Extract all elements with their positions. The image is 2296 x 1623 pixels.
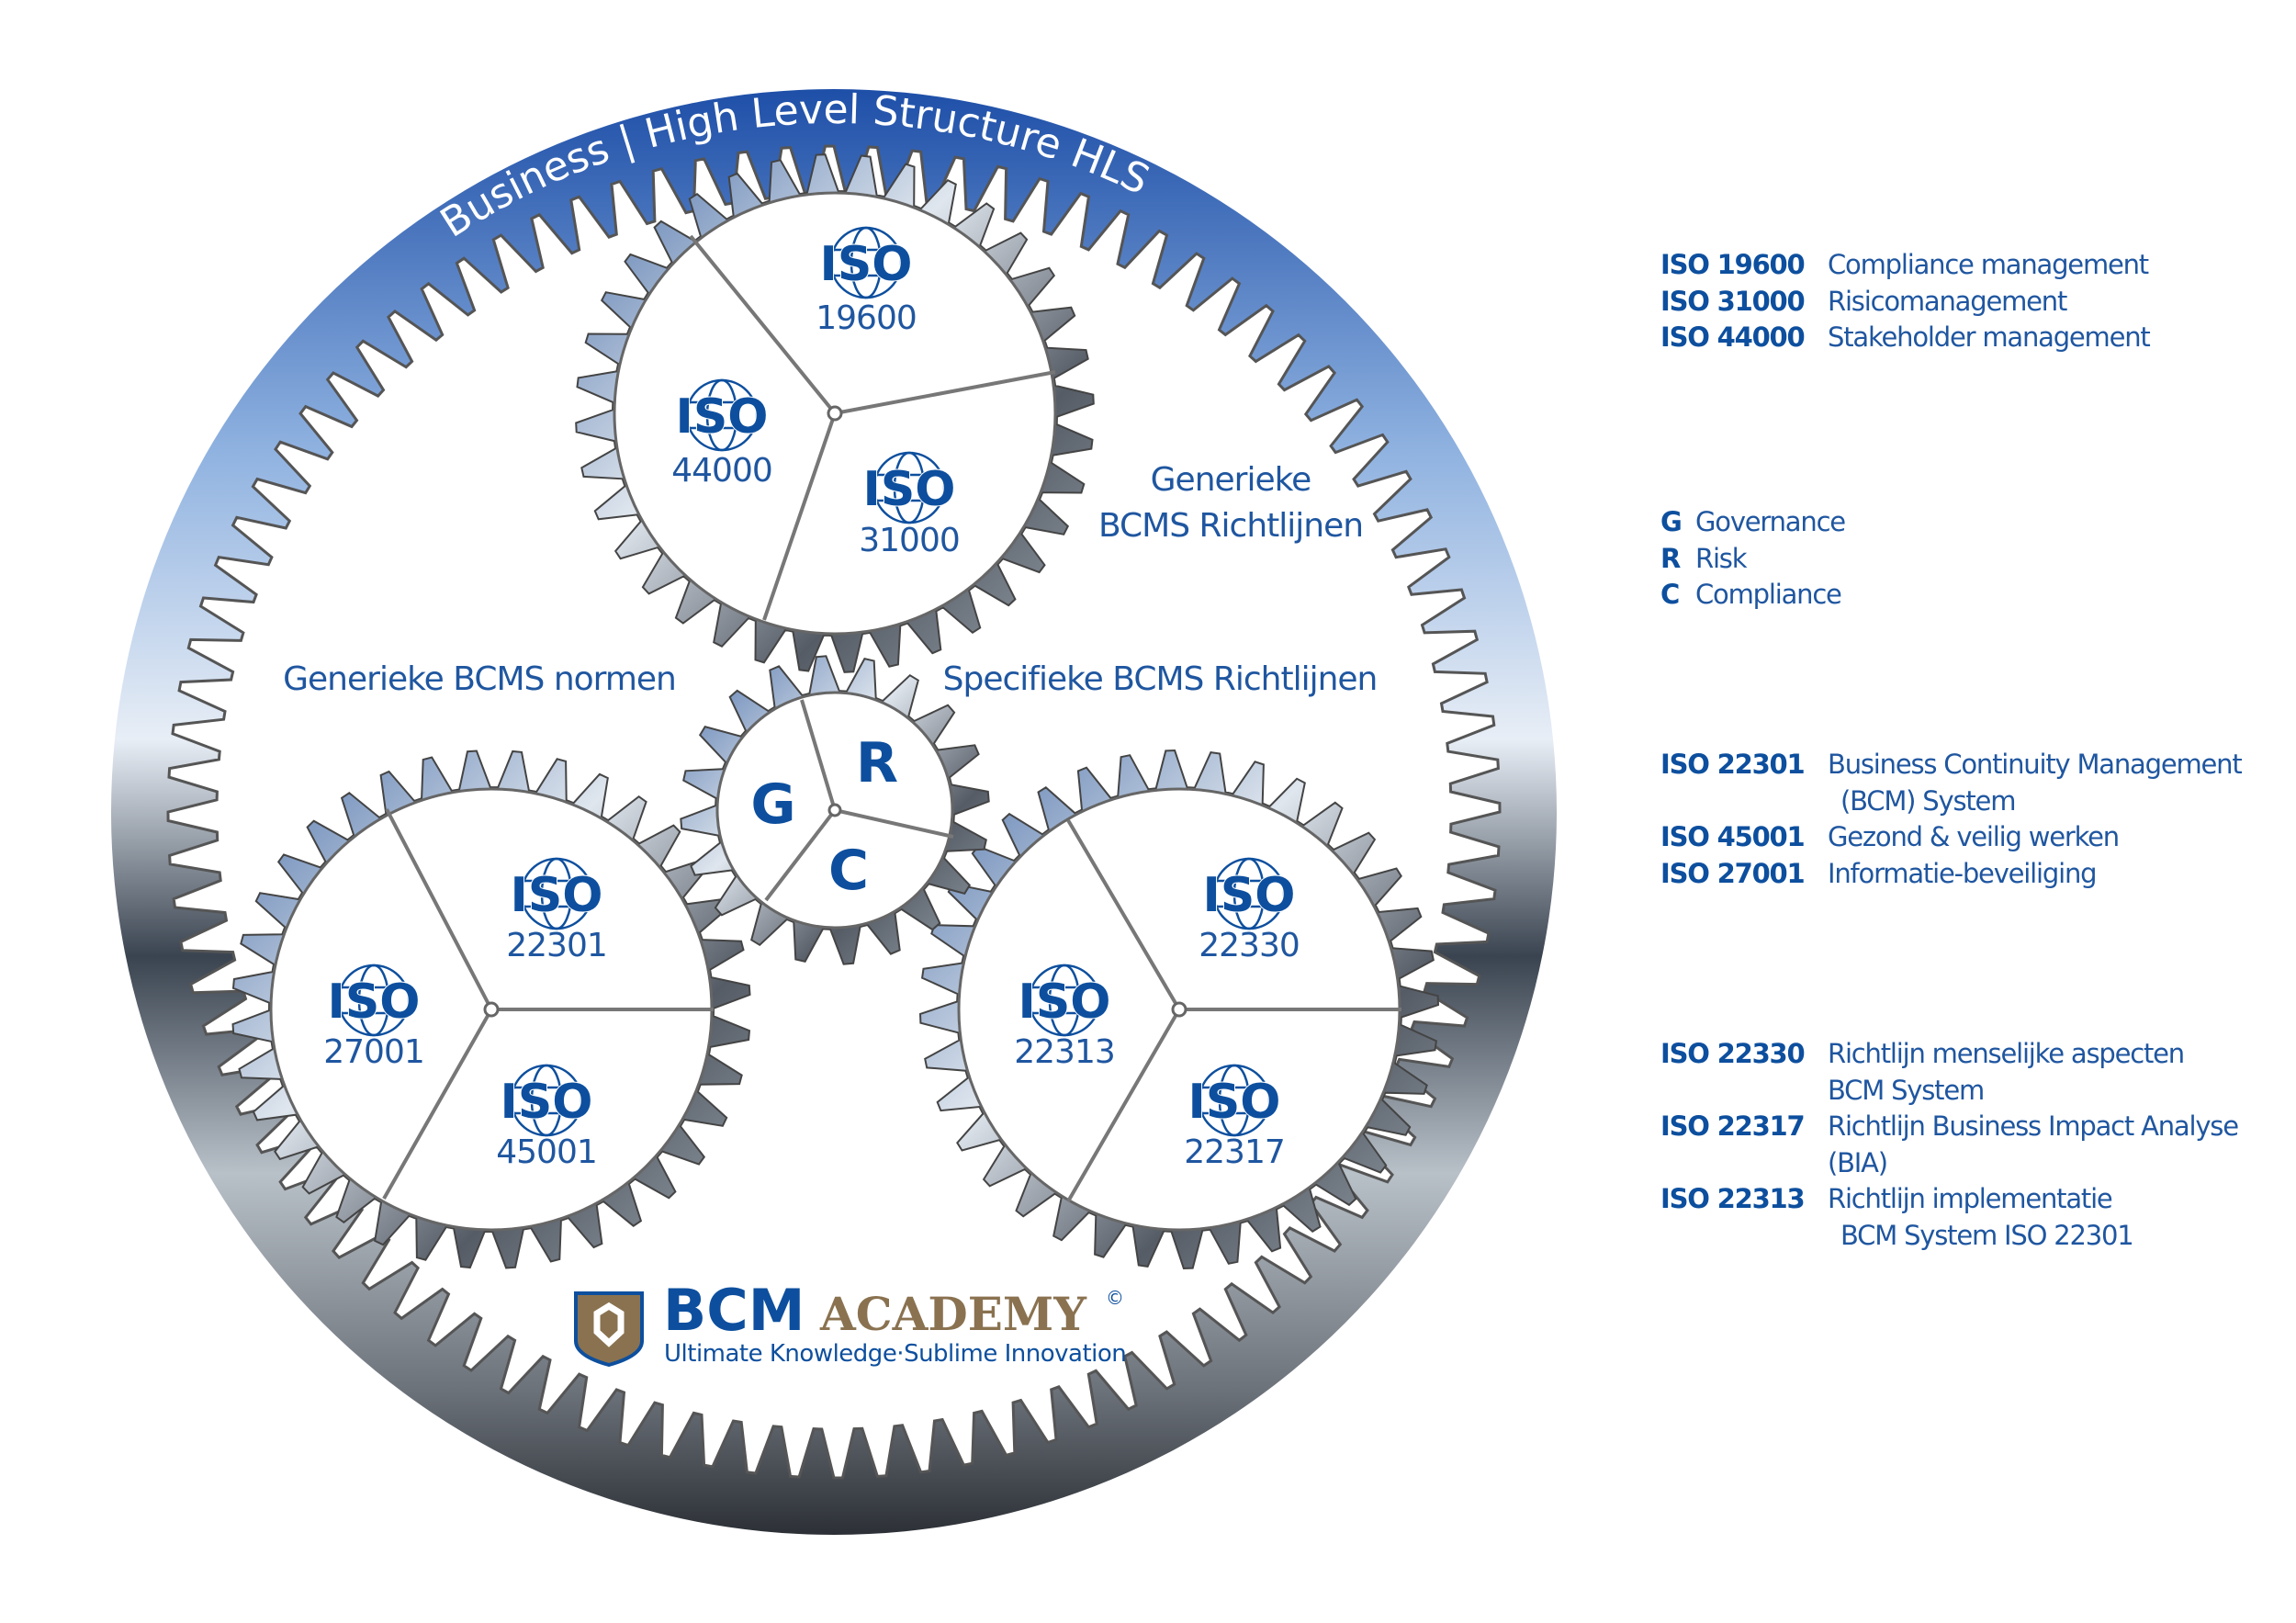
code-text: ISO 22313 <box>1660 1183 1806 1214</box>
desc-text: Richtlijn menselijke aspecten <box>1828 1038 2185 1069</box>
iso-word: ISO <box>1202 868 1295 923</box>
globe-icon <box>510 1064 583 1137</box>
globe-icon <box>337 964 411 1037</box>
globe-icon <box>1198 1064 1271 1137</box>
legend-item: ISO 22301 Business Continuity Management <box>1660 747 2243 783</box>
code-text: ISO 45001 <box>1660 821 1806 852</box>
globe-icon <box>520 857 593 930</box>
legend-item-cont: (BCM) System <box>1840 784 2016 817</box>
gear-right <box>918 749 1440 1270</box>
desc-text: Stakeholder management <box>1828 321 2151 353</box>
label-specifieke-richtlijnen: Specifieke BCMS Richtlijnen <box>943 660 1378 698</box>
legend-item: ISO 19600 Compliance management <box>1660 247 2150 284</box>
legend-group-2: G Governance R Risk C Compliance <box>1660 504 1846 614</box>
iso-number: 27001 <box>323 1033 424 1071</box>
desc-text: Governance <box>1695 506 1846 537</box>
legend-item: ISO 44000 Stakeholder management <box>1660 320 2151 356</box>
iso-word: ISO <box>819 237 912 292</box>
legend-item: ISO 22330 Richtlijn menselijke aspecten <box>1660 1036 2238 1073</box>
code-text: ISO 31000 <box>1660 285 1806 317</box>
grc-g: G <box>750 772 795 837</box>
iso-word: ISO <box>1018 975 1110 1030</box>
globe-icon <box>685 378 759 452</box>
code-text: ISO 27001 <box>1660 857 1806 889</box>
iso-badge-22301: ISO 22301 <box>506 857 608 964</box>
legend-item-cont: (BIA) <box>1828 1146 1888 1178</box>
iso-word: ISO <box>675 389 768 445</box>
label-generieke-richtlijnen-1: Generieke <box>1151 461 1311 499</box>
legend-item: G Governance <box>1660 504 1846 541</box>
legend-item: ISO 31000 Risicomanagement <box>1660 284 2150 321</box>
iso-number: 22317 <box>1184 1133 1285 1171</box>
desc-text: Gezond & veilig werken <box>1828 821 2120 852</box>
globe-icon <box>829 226 903 299</box>
gear-top <box>575 153 1095 673</box>
iso-badges: ISO 19600 ISO 44000 ISO 31000 <box>323 226 1300 1171</box>
legend-item-cont: BCM System ISO 22301 <box>1840 1219 2134 1251</box>
iso-number: 19600 <box>816 299 917 337</box>
globe-icon <box>872 451 946 524</box>
iso-number: 45001 <box>496 1133 597 1171</box>
iso-badge-44000: ISO 44000 <box>671 378 773 490</box>
iso-badge-31000: ISO 31000 <box>859 451 961 559</box>
desc-text: Business Continuity Management <box>1828 749 2243 780</box>
code-text: R <box>1660 542 1681 574</box>
desc-text: Richtlijn Business Impact Analyse <box>1828 1110 2239 1142</box>
globe-icon <box>1212 857 1286 930</box>
code-text: ISO 22330 <box>1660 1038 1806 1069</box>
bcm-academy-logo: BCM ACADEMY © Ultimate Knowledge·Sublime… <box>574 1277 1127 1368</box>
desc-text: Informatie-beveiliging <box>1828 857 2098 889</box>
logo-copyright: © <box>1106 1287 1124 1309</box>
iso-badge-19600: ISO 19600 <box>816 226 917 337</box>
label-generieke-normen: Generieke BCMS normen <box>283 660 676 698</box>
code-text: ISO 19600 <box>1660 249 1806 280</box>
desc-text: Compliance management <box>1828 249 2149 280</box>
iso-number: 31000 <box>859 522 960 559</box>
legend-item: ISO 45001 Gezond & veilig werken <box>1660 819 2242 856</box>
globe-icon <box>1028 964 1101 1037</box>
legend-group-4: ISO 22330 Richtlijn menselijke aspecten B… <box>1660 1036 2239 1254</box>
legend-item: ISO 22317 Richtlijn Business Impact Analy… <box>1660 1109 2239 1145</box>
label-generieke-richtlijnen-2: BCMS Richtlijnen <box>1098 507 1363 545</box>
iso-number: 44000 <box>671 452 772 490</box>
grc-r: R <box>856 731 898 795</box>
code-text: ISO 22301 <box>1660 749 1806 780</box>
code-text: G <box>1660 506 1683 537</box>
legend-item: R Risk <box>1660 541 1845 578</box>
logo-academy: ACADEMY <box>819 1287 1087 1341</box>
code-text: ISO 44000 <box>1660 321 1806 353</box>
iso-badge-22313: ISO 22313 <box>1014 964 1116 1071</box>
desc-text: Risicomanagement <box>1828 285 2067 317</box>
iso-badge-22330: ISO 22330 <box>1199 857 1300 964</box>
legend-item: ISO 27001 Informatie-beveiliging <box>1660 856 2242 893</box>
code-text: ISO 22317 <box>1660 1110 1806 1142</box>
desc-text: Richtlijn implementatie <box>1828 1183 2113 1214</box>
desc-text: Compliance <box>1695 579 1842 610</box>
gear-left <box>231 750 751 1269</box>
iso-word: ISO <box>862 462 955 517</box>
desc-text: Risk <box>1695 542 1748 574</box>
code-text: C <box>1660 579 1680 610</box>
iso-badge-45001: ISO 45001 <box>496 1064 598 1171</box>
gear-center-grc: G R C <box>680 655 990 965</box>
legend-item: C Compliance <box>1660 577 1845 614</box>
logo-tagline: Ultimate Knowledge·Sublime Innovation <box>664 1340 1126 1368</box>
iso-badge-27001: ISO 27001 <box>323 964 425 1071</box>
iso-word: ISO <box>510 868 602 923</box>
iso-word: ISO <box>327 975 420 1030</box>
iso-number: 22330 <box>1199 927 1300 964</box>
iso-badge-22317: ISO 22317 <box>1184 1064 1286 1171</box>
iso-number: 22313 <box>1014 1033 1115 1071</box>
grc-c: C <box>828 839 869 903</box>
iso-word: ISO <box>1187 1075 1280 1130</box>
iso-number: 22301 <box>506 927 607 964</box>
legend-group-1: ISO 19600 Compliance management ISO 31000… <box>1660 247 2151 356</box>
legend-item: ISO 22313 Richtlijn implementatie <box>1660 1181 2238 1218</box>
iso-word: ISO <box>500 1075 592 1130</box>
logo-bcm: BCM <box>663 1277 805 1344</box>
shield-icon <box>574 1291 644 1368</box>
legend-item-cont: BCM System <box>1828 1074 1985 1106</box>
